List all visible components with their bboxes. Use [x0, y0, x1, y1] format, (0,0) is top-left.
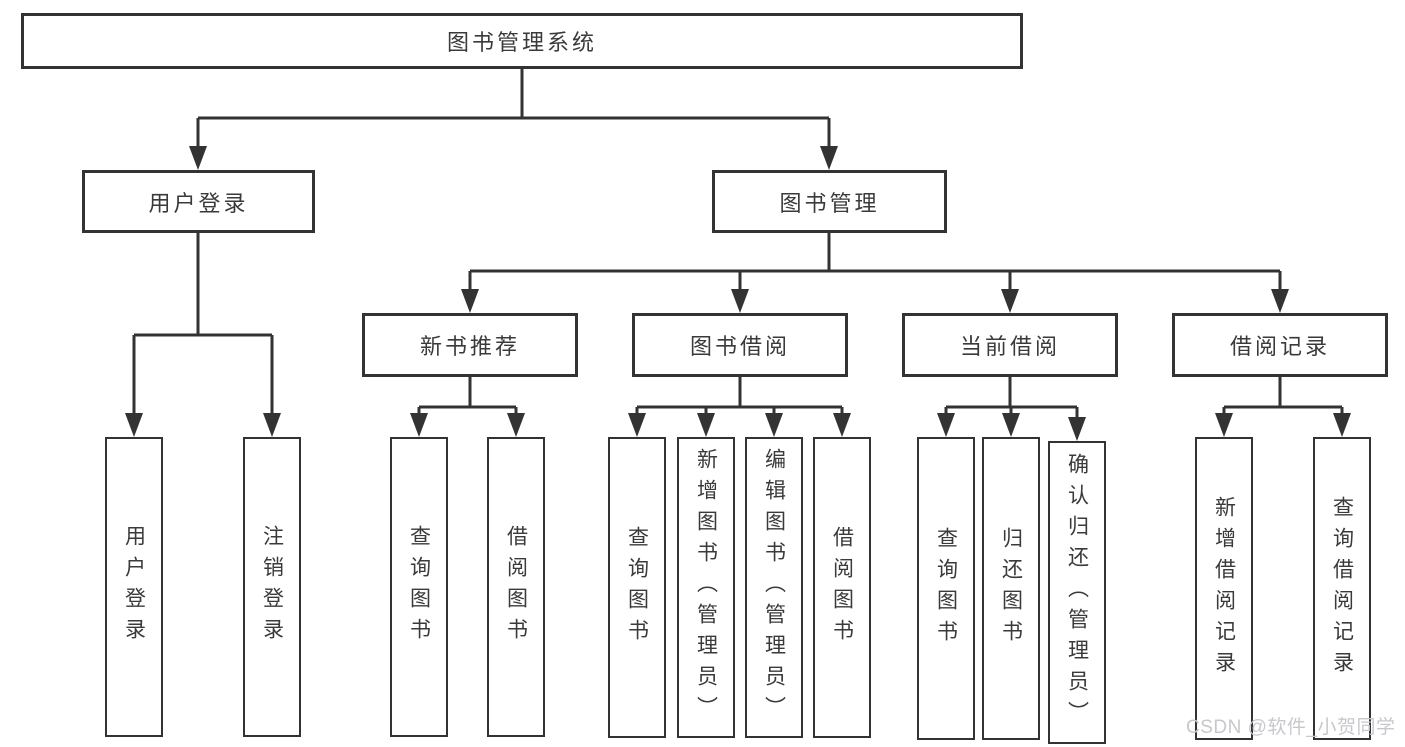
leaf-return-books: 归还图书 — [982, 437, 1040, 740]
node-new-book-recommend: 新书推荐 — [362, 313, 578, 377]
arrow-icon — [1271, 289, 1289, 313]
leaf-label: 确认归还（管理员） — [1065, 453, 1089, 732]
leaf-borrow-books-recommend: 借阅图书 — [487, 437, 545, 737]
arrowheads — [125, 146, 1351, 441]
leaf-label: 查询图书 — [407, 525, 431, 649]
node-current-borrowing: 当前借阅 — [902, 313, 1118, 377]
arrow-icon — [697, 413, 715, 437]
arrow-icon — [1215, 413, 1233, 437]
arrow-icon — [410, 413, 428, 437]
node-root-library-system: 图书管理系统 — [21, 13, 1023, 69]
leaf-user-login: 用户登录 — [105, 437, 163, 737]
arrow-icon — [189, 146, 207, 170]
leaf-label: 查询图书 — [625, 525, 649, 650]
tree-edges — [132, 69, 1344, 421]
arrow-icon — [507, 413, 525, 437]
leaf-query-borrow-record: 查询借阅记录 — [1313, 437, 1371, 740]
leaf-add-books-admin: 新增图书（管理员） — [677, 437, 735, 738]
arrow-icon — [628, 413, 646, 437]
edge-book-borrow-to-leaves — [635, 377, 844, 417]
arrow-icon — [125, 413, 143, 437]
leaf-label: 用户登录 — [122, 525, 146, 649]
arrow-icon — [833, 413, 851, 437]
leaf-label: 新增图书（管理员） — [694, 448, 718, 727]
leaf-label: 查询借阅记录 — [1330, 495, 1354, 682]
node-borrowing-records: 借阅记录 — [1172, 313, 1388, 377]
csdn-watermark: CSDN @软件_小贺同学 — [1186, 717, 1396, 738]
arrow-icon — [765, 413, 783, 437]
arrow-icon — [263, 413, 281, 437]
leaf-label: 借阅图书 — [504, 525, 528, 649]
leaf-label: 查询图书 — [934, 526, 958, 651]
arrow-icon — [461, 289, 479, 313]
leaf-add-borrow-record: 新增借阅记录 — [1195, 437, 1253, 740]
arrow-icon — [731, 289, 749, 313]
edge-borrow-rec-to-leaves — [1222, 377, 1344, 417]
arrow-icon — [1002, 413, 1020, 437]
leaf-query-books-recommend: 查询图书 — [390, 437, 448, 737]
arrow-icon — [1068, 417, 1086, 441]
leaf-label: 归还图书 — [999, 526, 1023, 651]
node-book-borrowing: 图书借阅 — [632, 313, 848, 377]
edge-cur-borrow-to-leaves — [944, 377, 1079, 421]
edge-root-to-level2 — [196, 69, 831, 150]
leaf-label: 借阅图书 — [830, 525, 854, 650]
leaf-label: 注销登录 — [260, 525, 284, 649]
leaf-query-books-current: 查询图书 — [917, 437, 975, 740]
leaf-edit-books-admin: 编辑图书（管理员） — [745, 437, 803, 738]
leaf-logout: 注销登录 — [243, 437, 301, 737]
leaf-label: 编辑图书（管理员） — [762, 448, 786, 727]
leaf-label: 新增借阅记录 — [1212, 495, 1236, 682]
edge-user-login-to-leaves — [132, 233, 274, 417]
arrow-icon — [937, 413, 955, 437]
leaf-confirm-return-admin: 确认归还（管理员） — [1048, 441, 1106, 744]
arrow-icon — [820, 146, 838, 170]
node-user-login: 用户登录 — [82, 170, 315, 233]
node-book-management: 图书管理 — [712, 170, 947, 233]
leaf-query-books-borrowing: 查询图书 — [608, 437, 666, 738]
leaf-borrow-books-borrowing: 借阅图书 — [813, 437, 871, 738]
edge-book-mgmt-to-level3 — [468, 233, 1282, 293]
arrow-icon — [1333, 413, 1351, 437]
arrow-icon — [1001, 289, 1019, 313]
edge-new-book-to-leaves — [417, 377, 518, 417]
